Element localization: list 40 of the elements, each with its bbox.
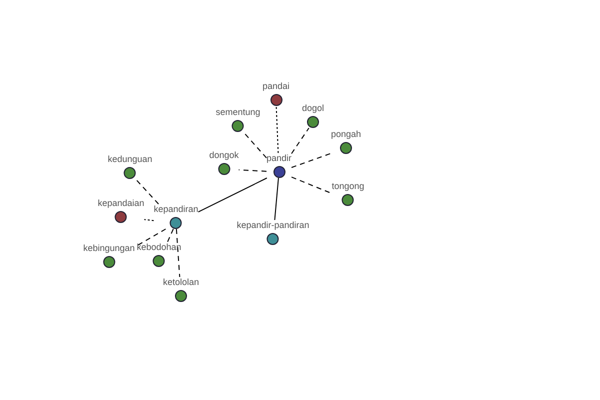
word-node xyxy=(136,242,182,267)
node-label: pongah xyxy=(330,129,362,140)
dashed-line xyxy=(144,219,154,222)
node-label: kebingungan xyxy=(83,243,135,254)
node-label: kepandiran xyxy=(154,204,198,215)
word-node xyxy=(332,181,364,206)
node-label: dongok xyxy=(209,150,239,161)
word-node xyxy=(236,220,310,245)
word-node xyxy=(108,154,152,179)
dashed-line xyxy=(291,176,332,194)
dashed-line xyxy=(176,228,180,278)
word-node xyxy=(216,107,260,132)
dashed-line xyxy=(167,228,174,242)
node-label: pandir xyxy=(266,153,292,164)
node-label: ketololan xyxy=(162,277,200,288)
word-node xyxy=(266,153,292,178)
word-node xyxy=(162,277,200,302)
word-node xyxy=(98,198,144,223)
node-label: dogol xyxy=(302,103,324,114)
word-node xyxy=(83,243,135,268)
dashed-line xyxy=(291,128,310,154)
dashed-line xyxy=(238,169,267,172)
connector-line xyxy=(198,178,268,212)
dashed-line xyxy=(242,132,267,158)
dashed-line xyxy=(135,178,160,204)
node-label: kedunguan xyxy=(108,154,152,165)
word-node xyxy=(209,150,239,175)
node-label: kepandaian xyxy=(98,198,144,209)
node-label: pandai xyxy=(262,81,290,92)
node-label: kepandir-pandiran xyxy=(236,220,310,231)
dashed-line xyxy=(291,152,332,168)
word-node xyxy=(302,103,324,128)
word-node xyxy=(330,129,362,154)
dashed-line xyxy=(276,106,279,154)
word-node xyxy=(154,204,198,229)
connector-line xyxy=(274,178,279,220)
node-label: tongong xyxy=(332,181,364,192)
word-node xyxy=(262,81,290,106)
node-label: sementung xyxy=(216,107,260,118)
node-label: kebodohan xyxy=(136,242,182,253)
